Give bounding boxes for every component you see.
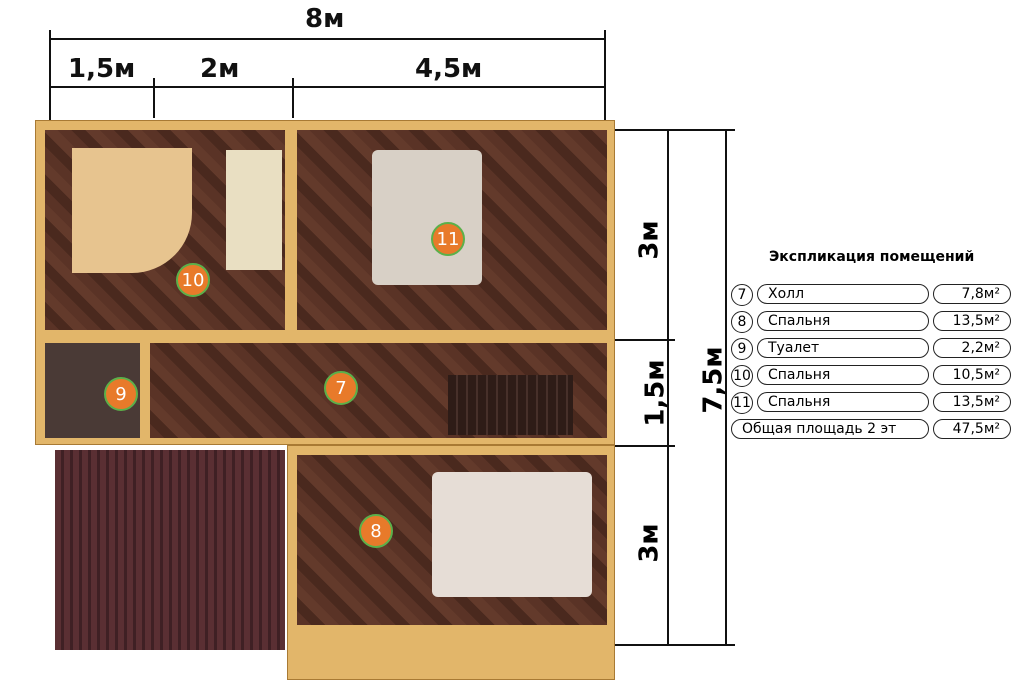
- legend-name: Холл: [757, 284, 929, 304]
- tick: [49, 30, 51, 120]
- legend-area: 13,5м²: [933, 311, 1011, 331]
- tick: [615, 445, 675, 447]
- room-marker-10: 10: [176, 263, 210, 297]
- bed-11: [372, 150, 482, 285]
- legend-number: 11: [731, 392, 753, 414]
- legend-number: 7: [731, 284, 753, 306]
- tick: [153, 78, 155, 118]
- legend-area: 13,5м²: [933, 392, 1011, 412]
- room-marker-11: 11: [431, 222, 465, 256]
- roof-area: [55, 450, 285, 650]
- legend-name: Спальня: [757, 365, 929, 385]
- tick: [292, 78, 294, 118]
- legend-number: 10: [731, 365, 753, 387]
- legend-title: Экспликация помещений: [769, 249, 975, 265]
- legend-name: Спальня: [757, 311, 929, 331]
- legend-name: Спальня: [757, 392, 929, 412]
- dim-right-1: 3м: [634, 220, 665, 260]
- tick: [604, 30, 606, 120]
- legend-number: 8: [731, 311, 753, 333]
- dim-line-segments: [50, 86, 605, 88]
- dim-total: 8м: [305, 4, 345, 34]
- dim-seg-1: 1,5м: [68, 54, 136, 84]
- tick: [615, 339, 675, 341]
- legend-area: 7,8м²: [933, 284, 1011, 304]
- room-marker-9: 9: [104, 377, 138, 411]
- legend-total-label: Общая площадь 2 эт: [731, 419, 929, 439]
- bed-8: [432, 472, 592, 597]
- dim-line-right-total: [725, 130, 727, 645]
- dim-line-total: [50, 38, 605, 40]
- dim-right-total: 7,5м: [698, 346, 729, 414]
- desk: [72, 148, 192, 273]
- stairs: [448, 375, 573, 435]
- dim-right-3: 3м: [634, 523, 665, 563]
- legend-number: 9: [731, 338, 753, 360]
- legend-total-area: 47,5м²: [933, 419, 1011, 439]
- dim-seg-3: 4,5м: [415, 54, 483, 84]
- room-marker-8: 8: [359, 514, 393, 548]
- legend-area: 2,2м²: [933, 338, 1011, 358]
- room-marker-7: 7: [324, 371, 358, 405]
- tick: [615, 129, 735, 131]
- dim-seg-2: 2м: [200, 54, 240, 84]
- bed-10: [226, 150, 282, 270]
- dim-right-2: 1,5м: [640, 359, 671, 427]
- legend-area: 10,5м²: [933, 365, 1011, 385]
- dim-line-right: [667, 130, 669, 645]
- legend-name: Туалет: [757, 338, 929, 358]
- tick: [615, 644, 735, 646]
